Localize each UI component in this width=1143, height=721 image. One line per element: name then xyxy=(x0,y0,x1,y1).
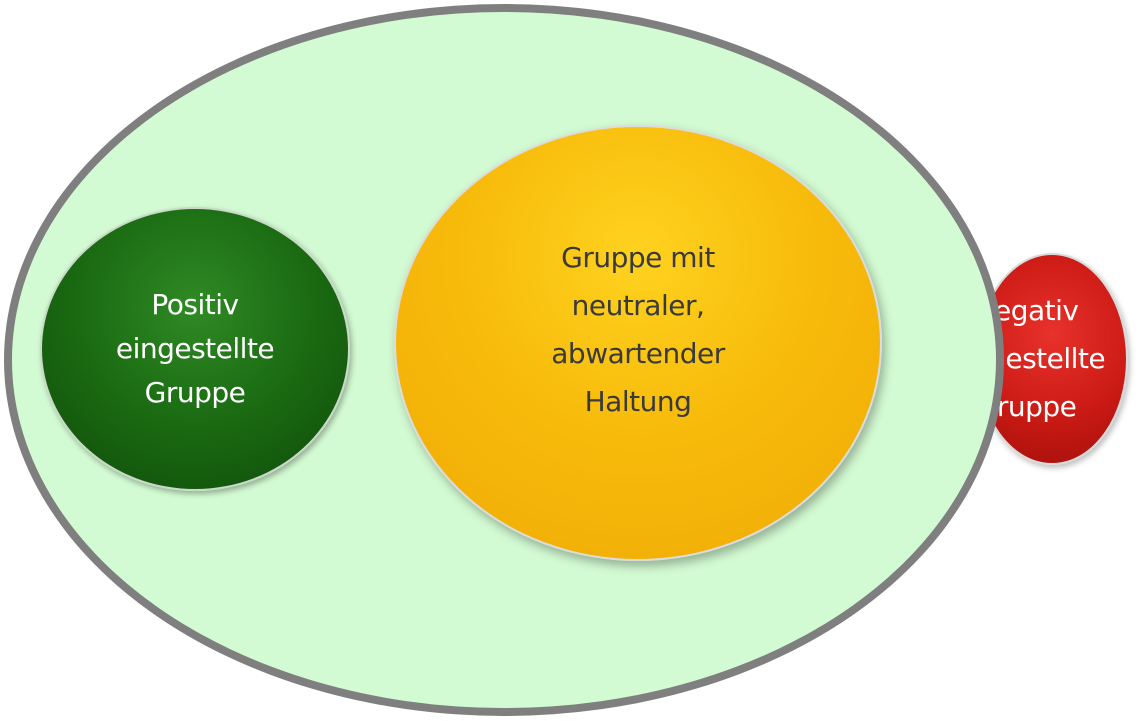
positive-group-label: Positiv eingestellte Gruppe xyxy=(115,283,275,415)
neutral-group-line-1: Gruppe mit xyxy=(561,241,715,274)
positive-group-line-2: eingestellte xyxy=(115,332,275,365)
neutral-group-circle: Gruppe mit neutraler, abwartender Haltun… xyxy=(394,125,882,561)
neutral-group-label: Gruppe mit neutraler, abwartender Haltun… xyxy=(551,234,725,426)
positive-group-line-3: Gruppe xyxy=(144,376,246,409)
positive-group-line-1: Positiv xyxy=(151,288,239,321)
neutral-group-line-4: Haltung xyxy=(584,385,692,418)
neutral-group-line-3: abwartender xyxy=(551,337,725,370)
neutral-group-line-2: neutraler, xyxy=(571,289,705,322)
positive-group-circle: Positiv eingestellte Gruppe xyxy=(40,207,350,491)
